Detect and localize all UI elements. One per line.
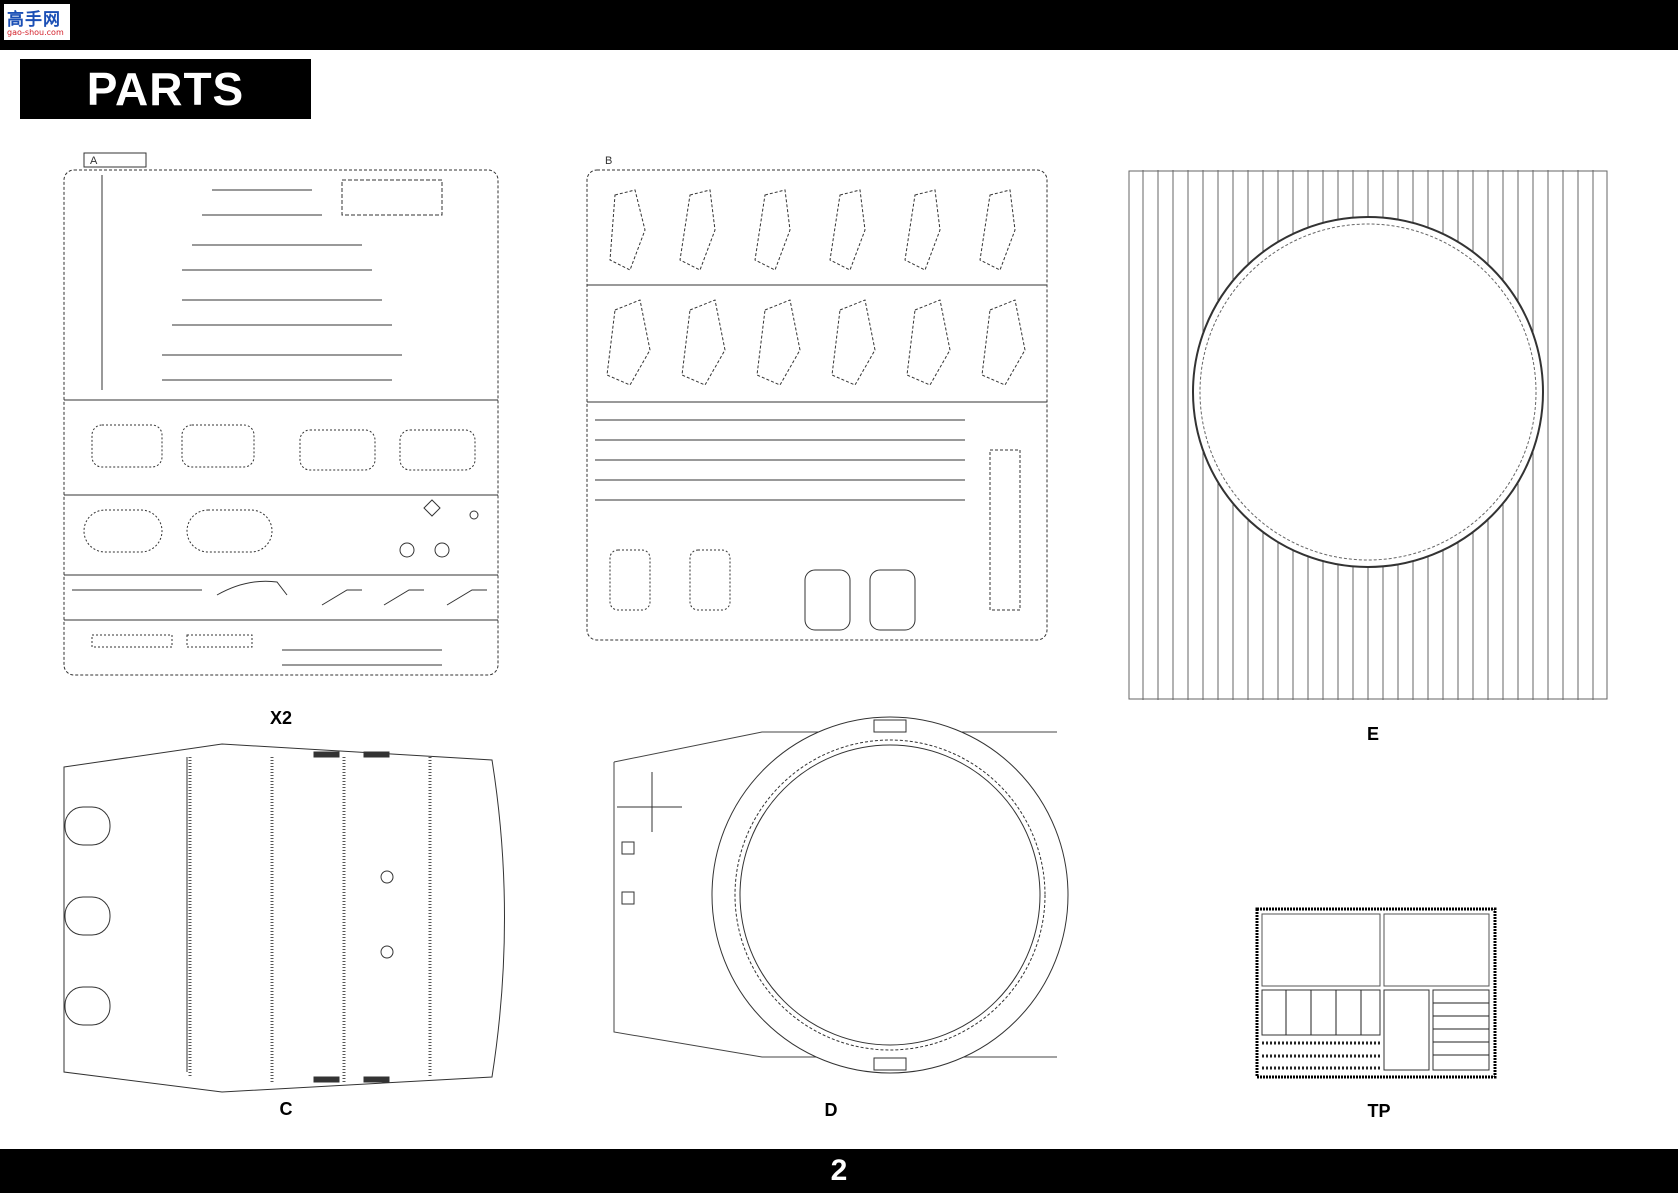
- part-d-drawing: [612, 712, 1057, 1082]
- part-c-drawing: [62, 742, 517, 1097]
- logo-text: 高手网: [7, 10, 61, 30]
- logo-subtext: gao-shou.com: [7, 28, 64, 37]
- top-bar: 高手网 gao-shou.com: [0, 0, 1678, 50]
- sprue-b-tag: B: [605, 155, 612, 167]
- photo-etch-tp-label: TP: [1367, 1101, 1391, 1121]
- site-logo[interactable]: 高手网 gao-shou.com: [4, 4, 70, 40]
- part-c-label: C: [279, 1099, 293, 1119]
- sprue-e-label: E: [1366, 724, 1379, 744]
- page-title-box: PARTS: [20, 59, 311, 119]
- bottom-bar: 2: [0, 1149, 1678, 1193]
- photo-etch-tp-drawing: [1256, 908, 1496, 1078]
- sprue-a-tag: A: [90, 155, 98, 167]
- part-d-label: D: [824, 1100, 838, 1120]
- sprue-a-label: X2: [269, 708, 293, 728]
- sprue-a-drawing: A: [62, 150, 502, 700]
- page-number: 2: [830, 1154, 848, 1187]
- sprue-b-drawing: B: [585, 155, 1055, 650]
- sprue-e-drawing: [1128, 170, 1608, 700]
- page-title: PARTS: [86, 63, 245, 115]
